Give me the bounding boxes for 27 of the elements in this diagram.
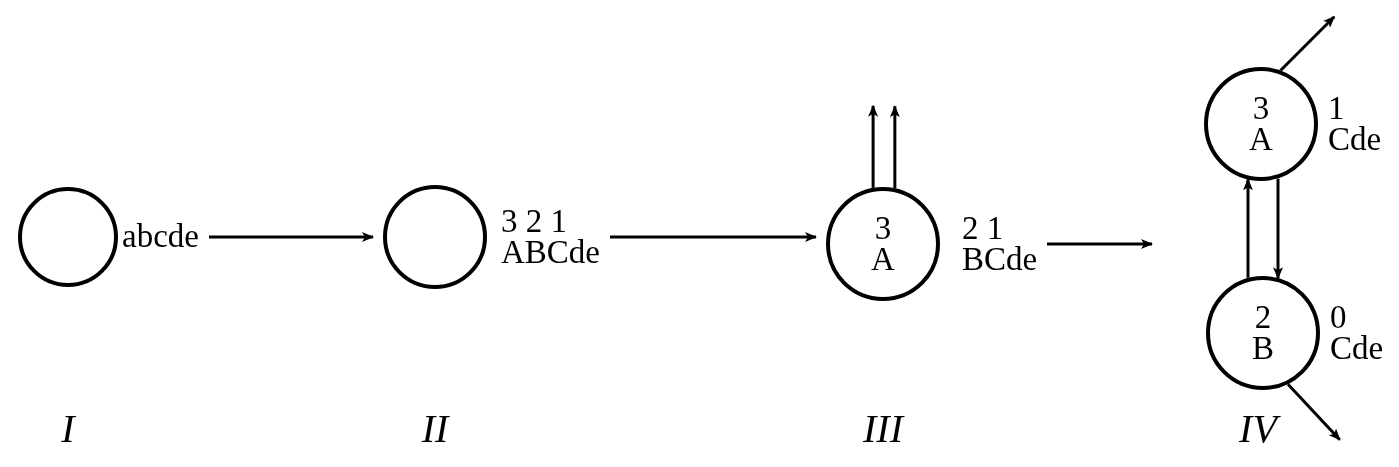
arrow xyxy=(868,104,879,188)
side-text: abcde xyxy=(122,221,199,253)
arrow xyxy=(1243,178,1253,278)
arrow xyxy=(209,232,374,242)
arrow xyxy=(1273,178,1283,280)
circle-text: A xyxy=(1249,124,1273,156)
side-text: ABCde xyxy=(501,237,600,269)
circle-text: A xyxy=(871,244,895,276)
arrow xyxy=(1279,15,1336,72)
side-text: 0 xyxy=(1330,301,1348,333)
side-text: BCde xyxy=(962,244,1038,276)
circle-text: B xyxy=(1252,333,1274,365)
side-text: 1 xyxy=(1328,92,1346,124)
stage-numeral: III xyxy=(863,405,903,452)
stage-numeral: II xyxy=(421,405,449,452)
circle-text: 3 xyxy=(1252,92,1270,124)
side-text: Cde xyxy=(1330,333,1384,365)
circle-text: 2 xyxy=(1254,301,1272,333)
side-text: 2 1 xyxy=(962,212,1005,244)
arrow xyxy=(889,105,900,189)
stage-numeral: I xyxy=(61,405,75,452)
side-text: 3 2 1 xyxy=(501,205,568,237)
arrow xyxy=(610,232,817,242)
circle-text: 3 xyxy=(874,212,892,244)
side-text: Cde xyxy=(1328,124,1382,156)
arrow xyxy=(1286,383,1341,441)
arrow xyxy=(1047,239,1153,249)
